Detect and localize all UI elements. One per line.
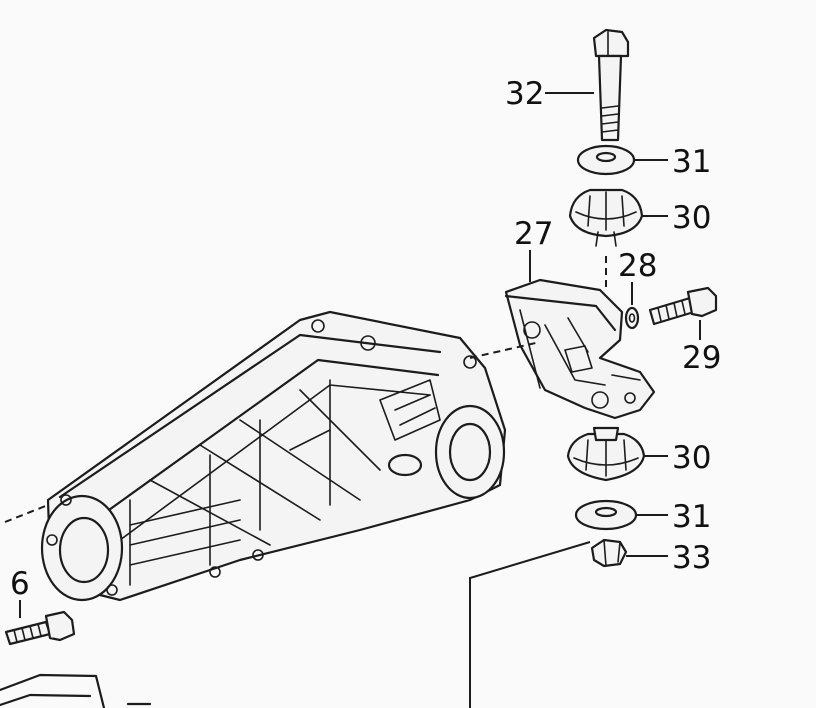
callout-33: 33 [672,540,711,576]
callout-31-top: 31 [672,144,711,180]
differential-housing [40,310,507,602]
axis-line-left [4,504,49,523]
rubber-mount-30-bottom [566,426,646,482]
callout-32: 32 [505,76,544,112]
nut-33 [590,538,628,568]
callout-28: 28 [618,248,657,284]
partial-component [0,673,106,708]
bolt-29 [648,286,718,326]
callout-27: 27 [514,216,553,252]
callout-30-bottom: 30 [672,440,711,476]
mounting-bracket-27 [504,278,656,420]
bolt-32 [592,28,630,142]
washer-28 [624,306,640,330]
rubber-mount-30-top [568,188,644,247]
bolt-6 [4,600,76,646]
washer-31-bottom [574,499,638,531]
callout-31-bottom: 31 [672,499,711,535]
callout-6: 6 [10,566,30,602]
reference-leader [469,541,591,708]
callout-30-top: 30 [672,200,711,236]
washer-31-top [576,144,636,176]
callout-29: 29 [682,340,721,376]
